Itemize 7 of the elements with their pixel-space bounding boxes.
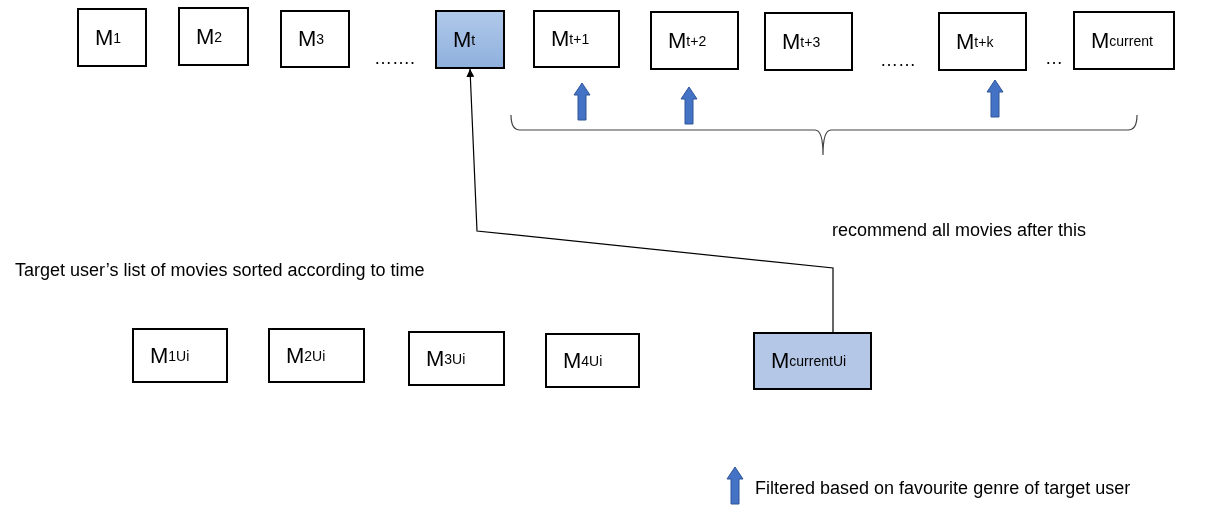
arrow	[466, 68, 834, 333]
caption-text: Target user’s list of movies sorted according to time	[15, 260, 425, 281]
ellipsis-text: ……	[880, 50, 916, 71]
annotation-text: recommend all movies after this	[832, 220, 1087, 241]
ellipsis-text: …	[1045, 48, 1063, 69]
ellipsis-text: …….	[374, 48, 415, 69]
legend-text: Filtered based on favourite genre of target user	[755, 478, 1131, 499]
